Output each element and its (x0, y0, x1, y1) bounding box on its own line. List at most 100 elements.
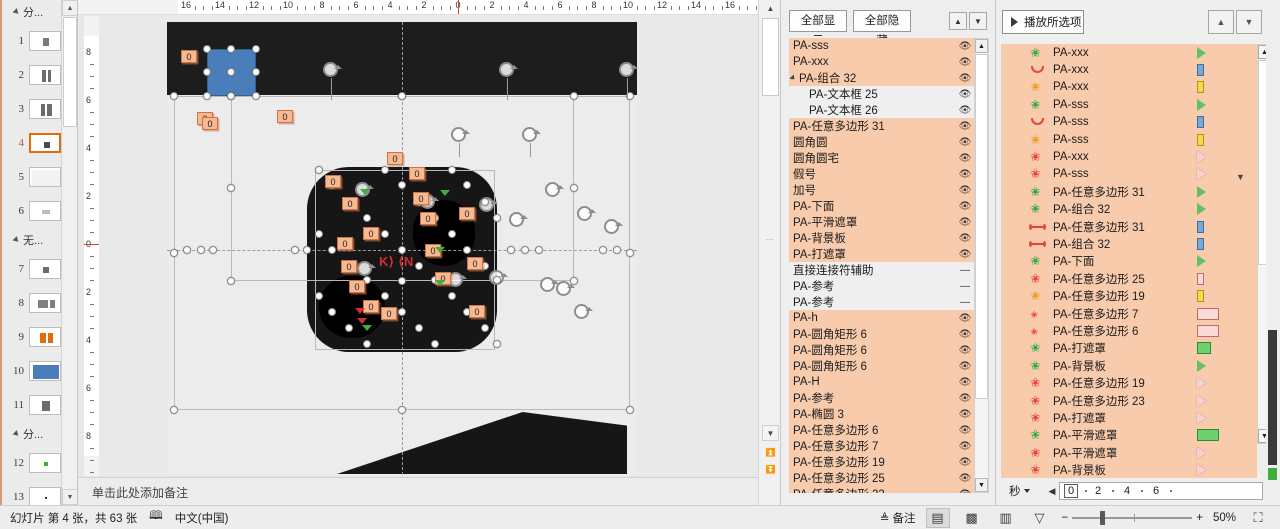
timing-bar-exit[interactable] (1197, 411, 1206, 424)
inner-selection-handle[interactable] (398, 92, 406, 100)
selection-list-item[interactable]: PA-任意多边形 6👁 (789, 422, 974, 438)
rotation-handle[interactable] (509, 212, 528, 227)
shape-handle[interactable] (183, 246, 191, 254)
rotation-handle[interactable] (545, 182, 564, 197)
fit-to-window-button[interactable]: ⛶ (1253, 509, 1263, 525)
dash-hidden-icon[interactable]: — (960, 296, 970, 308)
timing-bar-motion[interactable] (1197, 64, 1204, 77)
thumbnail-scroll-up-button[interactable]: ▲ (62, 0, 77, 16)
thumbnail-slide-3[interactable]: 3 (0, 92, 62, 126)
animation-list-item[interactable]: ✬PA-打遮罩 (1001, 409, 1257, 426)
rotation-handle[interactable] (499, 62, 518, 77)
shape-handle[interactable] (197, 246, 205, 254)
notes-button[interactable]: ≜ 备注 (880, 510, 916, 526)
selection-list-item[interactable]: PA-参考👁 (789, 390, 974, 406)
eye-visible-icon[interactable]: 👁 (958, 184, 972, 196)
animation-order-tag[interactable]: 0 (420, 212, 436, 225)
thumbnail-section-header[interactable]: 无... (0, 228, 62, 252)
timing-bar-entrance[interactable] (1197, 359, 1206, 372)
eye-visible-icon[interactable]: 👁 (956, 489, 974, 494)
selection-list-item[interactable]: PA-文本框 26👁 (789, 102, 974, 118)
animation-order-tag[interactable]: 0 (467, 257, 483, 270)
shape-handle[interactable] (415, 262, 423, 270)
zoom-slider[interactable]: − + (1061, 510, 1203, 525)
animation-timing-bar[interactable] (1197, 150, 1257, 164)
thumbnail-slide-9[interactable]: 9 (0, 320, 62, 354)
outer-selection-handle[interactable] (626, 92, 634, 100)
animation-timing-bar[interactable] (1197, 289, 1257, 303)
shape-handle[interactable] (303, 246, 311, 254)
timing-bar-entrance-wide[interactable] (1197, 429, 1219, 442)
animation-pane-outer-scrollbar[interactable] (1266, 0, 1280, 505)
shape-handle[interactable] (398, 308, 406, 316)
animation-order-tag[interactable]: 0 (337, 237, 353, 250)
blue-shape-handle[interactable] (227, 68, 235, 76)
selection-list-item[interactable]: PA-背景板👁 (789, 230, 974, 246)
shape-handle[interactable] (345, 324, 353, 332)
selection-list-item[interactable]: 加号👁 (789, 182, 974, 198)
selection-move-down-button[interactable]: ▼ (969, 12, 987, 30)
canvas-scrollbar-thumb[interactable] (762, 18, 779, 96)
selection-list-item[interactable]: PA-圆角矩形 6👁 (789, 358, 974, 374)
slideshow-button[interactable]: ▽ (1034, 509, 1045, 525)
chevron-down-icon[interactable]: ▼ (1236, 172, 1245, 182)
rotation-handle[interactable] (574, 304, 593, 319)
eye-visible-icon[interactable]: 👁 (958, 88, 972, 100)
shape-handle[interactable] (398, 246, 406, 254)
selection-list-item[interactable]: PA-任意多边形 7👁 (789, 438, 974, 454)
shape-handle[interactable] (599, 246, 607, 254)
shape-handle[interactable] (398, 181, 406, 189)
selection-list-item[interactable]: 圆角圆👁 (789, 134, 974, 150)
eye-visible-icon[interactable]: 👁 (958, 376, 972, 388)
animation-order-tag[interactable]: 0 (202, 117, 218, 130)
thumbnail-slide-10[interactable]: 10 (0, 354, 62, 388)
animation-list-item[interactable]: ✬PA-xxx (1001, 148, 1257, 165)
blue-shape-handle[interactable] (203, 45, 211, 53)
timing-bar-emphasis[interactable] (1197, 133, 1204, 146)
selection-list-item[interactable]: 假号👁 (789, 166, 974, 182)
language-indicator[interactable]: 中文(中国) (174, 512, 229, 525)
timing-bar-exit[interactable] (1197, 151, 1206, 164)
blue-shape-handle[interactable] (203, 92, 211, 100)
animation-timing-bar[interactable] (1197, 167, 1257, 181)
thumbnail-scroll-down-button[interactable]: ▼ (62, 489, 77, 505)
previous-slide-button[interactable]: ⏫ (765, 447, 776, 457)
slide-sorter-button[interactable]: ▩ (965, 509, 978, 525)
inner-selection-handle[interactable] (570, 92, 578, 100)
shape-handle[interactable] (415, 324, 423, 332)
selection-list-item[interactable]: PA-参考— (789, 278, 974, 294)
animation-timing-bar[interactable] (1197, 185, 1257, 199)
animation-list-item[interactable]: ✬PA-sss (1001, 166, 1257, 183)
selection-list-item[interactable]: PA-任意多边形 19👁 (789, 454, 974, 470)
rotation-handle[interactable] (556, 281, 575, 296)
timing-bar-entrance-block[interactable] (1197, 342, 1211, 355)
animation-timing-bar[interactable] (1197, 237, 1257, 251)
rotation-handle[interactable] (522, 127, 541, 142)
zoom-in-button[interactable]: + (1196, 511, 1203, 524)
thumbnail-slide-12[interactable]: 12 (0, 446, 62, 480)
zoom-knob[interactable] (1100, 510, 1106, 525)
animation-list-item[interactable]: ✬PA-任意多边形 6 (1001, 322, 1257, 339)
selection-list-item[interactable]: PA-任意多边形 31👁 (789, 118, 974, 134)
slide-thumbnail[interactable] (29, 31, 61, 51)
zoom-out-button[interactable]: − (1061, 511, 1069, 524)
animation-order-tag[interactable]: 0 (181, 50, 197, 63)
animation-list-item[interactable]: ✬PA-平滑遮罩 (1001, 444, 1257, 461)
selection-scroll-down-button[interactable]: ▼ (975, 478, 988, 492)
shape-handle[interactable] (493, 276, 501, 284)
rotation-handle[interactable] (577, 206, 596, 221)
selection-move-up-button[interactable]: ▲ (949, 12, 967, 30)
shape-handle[interactable] (381, 166, 389, 174)
hide-all-button[interactable]: 全部隐藏 (853, 10, 911, 47)
eye-visible-icon[interactable]: 👁 (958, 248, 972, 260)
slide-thumbnail[interactable] (29, 395, 61, 415)
selection-list-item[interactable]: PA-椭圆 3👁 (789, 406, 974, 422)
timeline-scroll-left-button[interactable]: ◀ (1048, 485, 1056, 496)
canvas-scroll-down-button[interactable]: ▼ (762, 425, 779, 441)
animation-move-down-button[interactable]: ▼ (1236, 10, 1262, 34)
proofing-icon[interactable]: 🕮 (149, 510, 163, 522)
animation-list-item[interactable]: PA-xxx (1001, 61, 1257, 78)
reading-view-button[interactable]: ▥ (999, 509, 1012, 525)
timing-bar-emphasis[interactable] (1197, 81, 1204, 94)
